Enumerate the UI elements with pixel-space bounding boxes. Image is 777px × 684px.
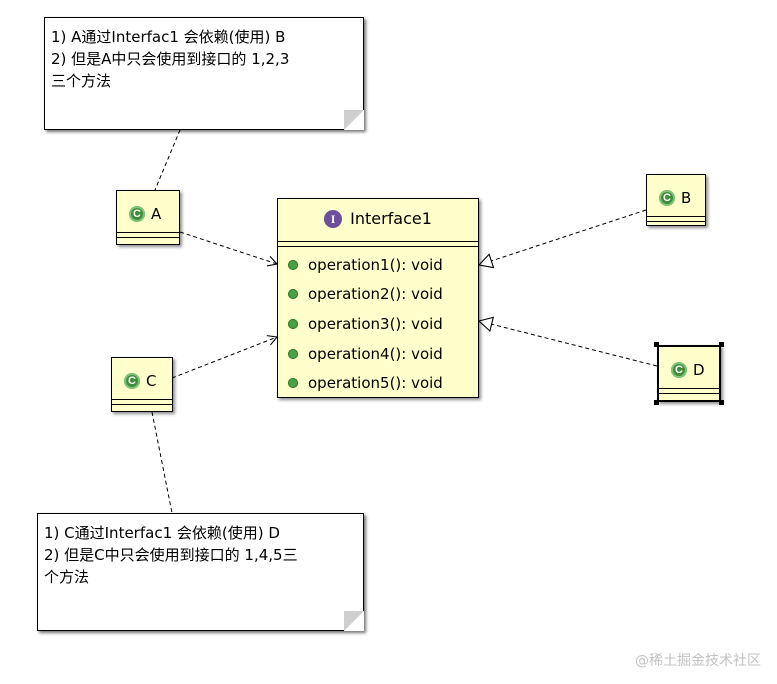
class-name: C	[146, 372, 157, 390]
public-method-icon	[288, 318, 298, 329]
public-method-icon	[288, 348, 298, 359]
note-fold-corner	[344, 110, 364, 130]
dependency-c-interface	[171, 335, 279, 379]
note-top-line: 1) A通过Interfac1 会依赖(使用) B	[51, 28, 286, 46]
class-a[interactable]: C A	[116, 190, 180, 245]
note-anchor-bottom	[151, 411, 173, 514]
note-top-line: 三个方法	[51, 72, 112, 90]
selection-handle[interactable]	[719, 342, 724, 347]
watermark: @稀土掘金技术社区	[635, 653, 761, 669]
class-name: D	[693, 361, 705, 379]
operation-label: operation5(): void	[308, 374, 443, 393]
class-icon: C	[129, 206, 145, 222]
operation-item[interactable]: operation4(): void	[278, 339, 478, 369]
class-icon: C	[659, 190, 675, 206]
selection-handle[interactable]	[654, 342, 659, 347]
operation-item[interactable]: operation3(): void	[278, 309, 478, 339]
realization-d-interface	[477, 316, 658, 367]
note-top[interactable]: 1) A通过Interfac1 会依赖(使用) B 2) 但是A中只会使用到接口…	[44, 17, 364, 130]
dependency-a-interface	[179, 231, 279, 267]
operation-label: operation1(): void	[308, 255, 443, 274]
note-bottom[interactable]: 1) C通过Interfac1 会依赖(使用) D 2) 但是C中只会使用到接口…	[37, 513, 364, 631]
interface-icon: I	[324, 209, 343, 228]
realization-b-interface	[477, 209, 647, 269]
selection-handle[interactable]	[719, 400, 724, 405]
operation-label: operation3(): void	[308, 314, 443, 333]
class-name: B	[681, 189, 692, 207]
note-bottom-line: 个方法	[44, 568, 90, 586]
class-c[interactable]: C C	[111, 357, 173, 412]
public-method-icon	[288, 378, 298, 389]
note-bottom-line: 2) 但是C中只会使用到接口的 1,4,5三	[44, 546, 298, 564]
operation-item[interactable]: operation2(): void	[278, 280, 478, 310]
class-icon: C	[124, 373, 140, 389]
selection-handle[interactable]	[654, 400, 659, 405]
class-d[interactable]: C D	[654, 342, 724, 405]
note-top-line: 2) 但是A中只会使用到接口的 1,2,3	[51, 50, 290, 68]
operation-label: operation2(): void	[308, 285, 443, 304]
public-method-icon	[288, 289, 298, 300]
class-name: A	[151, 205, 162, 223]
note-bottom-line: 1) C通过Interfac1 会依赖(使用) D	[44, 524, 280, 542]
operation-item[interactable]: operation5(): void	[278, 368, 478, 398]
operation-list: operation1(): void operation2(): void op…	[278, 250, 478, 398]
note-anchor-top	[154, 129, 181, 191]
class-b[interactable]: C B	[646, 174, 706, 226]
interface-interface1[interactable]: I Interface1 operation1(): void operatio…	[277, 198, 479, 398]
note-fold-corner	[344, 611, 364, 631]
operation-label: operation4(): void	[308, 344, 443, 363]
operation-item[interactable]: operation1(): void	[278, 250, 478, 280]
class-icon: C	[671, 362, 687, 378]
public-method-icon	[288, 259, 298, 270]
interface-name: Interface1	[350, 209, 432, 228]
